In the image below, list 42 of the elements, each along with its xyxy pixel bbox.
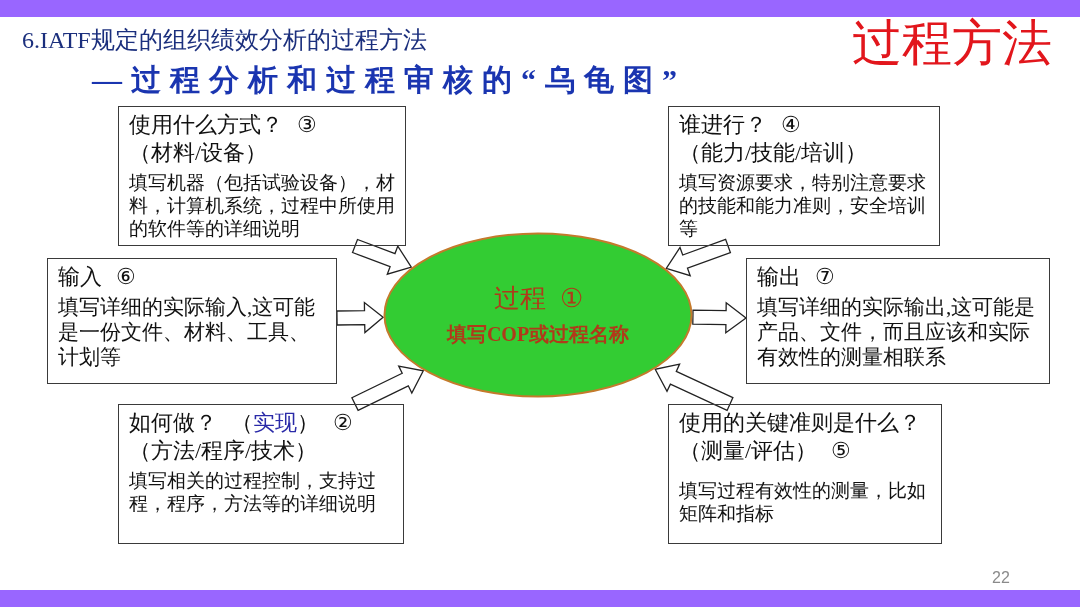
category-label: （方法/程序/技术） [129,437,318,465]
description-text: 填写机器（包括试验设备），材料，计算机系统，过程中所使用的软件等的详细说明 [129,171,396,240]
info-box [746,258,1050,384]
description-text: 填写详细的实际输出,这可能是产品、文件，而且应该和实际有效性的测量相联系 [757,295,1037,370]
block-arrow [692,301,747,334]
category-label: （测量/评估） [679,437,818,465]
page-number: 22 [992,568,1010,588]
number-mark: ⑦ [815,263,835,291]
info-box [118,404,404,544]
block-arrow [351,365,424,412]
info-box [118,106,406,246]
block-arrow [654,363,734,412]
description-text: 填写资源要求，特别注意要求的技能和能力准则，安全培训等 [679,171,927,240]
category-label: （材料/设备） [129,139,268,167]
block-arrow [351,238,412,276]
number-mark: ① [559,283,583,315]
description-text: 填写相关的过程控制，支持过程，程序，方法等的详细说明 [129,469,377,515]
corner-heading: 过程方法 [852,14,1052,72]
subtitle: —过程分析和过程审核的“乌龟图” [92,62,686,98]
process-name: 填写COP或过程名称 [446,322,630,347]
question-heading: 输出 [757,263,801,291]
category-label: （实现） [231,409,319,437]
info-box [47,258,337,384]
question-heading: 如何做？ [129,409,217,437]
description-text: 填写过程有效性的测量，比如矩阵和指标 [679,479,927,525]
info-box [668,106,940,246]
number-mark: ② [333,409,353,437]
description-text: 填写详细的实际输入,这可能是一份文件、材料、工具、计划等 [58,295,317,370]
question-heading: 谁进行？ [679,111,767,139]
category-label: （能力/技能/培训） [679,139,868,167]
info-box [668,404,942,544]
slide-title: 6.IATF规定的组织绩效分析的过程方法 [22,26,427,55]
process-title: 过程 [493,283,546,315]
question-heading: 输入 [58,263,102,291]
number-mark: ⑤ [831,437,852,465]
number-mark: ⑥ [116,263,136,291]
question-heading: 使用的关键准则是什么？ [679,409,921,437]
question-heading: 使用什么方式？ [129,111,283,139]
number-mark: ④ [781,111,801,139]
block-arrow [336,301,384,334]
number-mark: ③ [297,111,317,139]
block-arrow [665,238,732,277]
